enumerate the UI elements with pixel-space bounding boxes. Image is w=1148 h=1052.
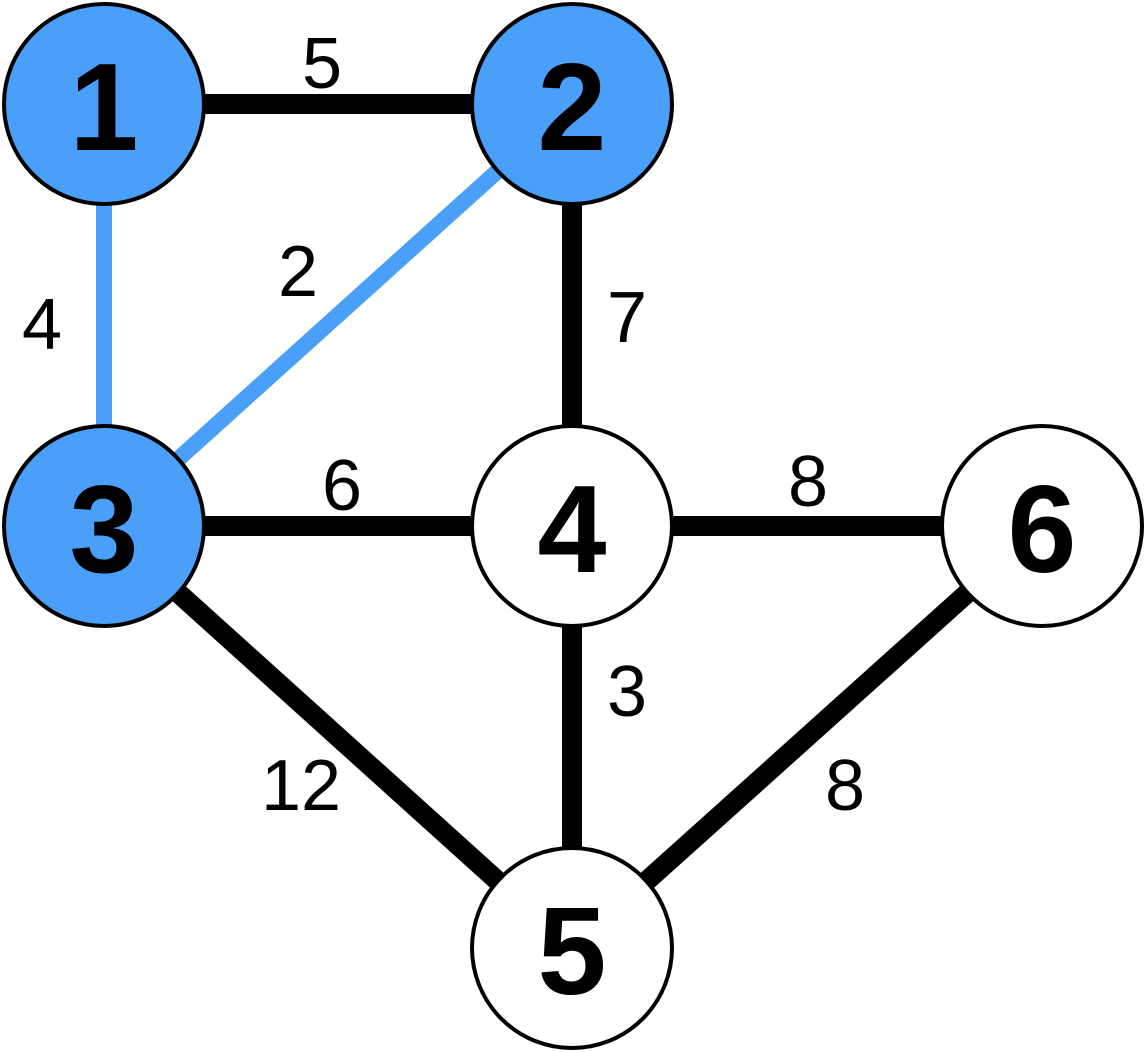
node-circle-1 (2, 2, 206, 206)
node-4: 4 (470, 424, 674, 628)
node-circle-3 (2, 424, 206, 628)
edge-weight-3-5: 12 (261, 746, 341, 826)
node-6: 6 (940, 424, 1144, 628)
edge-2-3 (98, 98, 578, 532)
edge-weight-2-3: 2 (278, 232, 318, 312)
node-3: 3 (2, 424, 206, 628)
edge-weight-4-6: 8 (788, 442, 828, 522)
node-circle-4 (470, 424, 674, 628)
node-label-3: 3 (70, 461, 139, 599)
edge-6-5 (565, 518, 1049, 956)
node-label-2: 2 (538, 39, 607, 177)
edge-weight-1-3: 4 (22, 285, 62, 365)
node-label-1: 1 (70, 39, 139, 177)
node-2: 2 (470, 2, 674, 206)
node-label-5: 5 (538, 883, 607, 1021)
edge-3-5 (97, 518, 579, 956)
edge-weight-6-5: 8 (825, 746, 865, 826)
node-circle-5 (470, 846, 674, 1050)
edge-weight-3-4: 6 (322, 446, 362, 526)
edge-weight-2-4: 7 (607, 278, 647, 358)
node-5: 5 (470, 846, 674, 1050)
node-label-4: 4 (538, 461, 607, 599)
edge-weight-4-5: 3 (607, 652, 647, 732)
node-circle-6 (940, 424, 1144, 628)
node-label-6: 6 (1008, 461, 1077, 599)
edge-weight-1-2: 5 (302, 24, 342, 104)
node-circle-2 (470, 2, 674, 206)
node-1: 1 (2, 2, 206, 206)
